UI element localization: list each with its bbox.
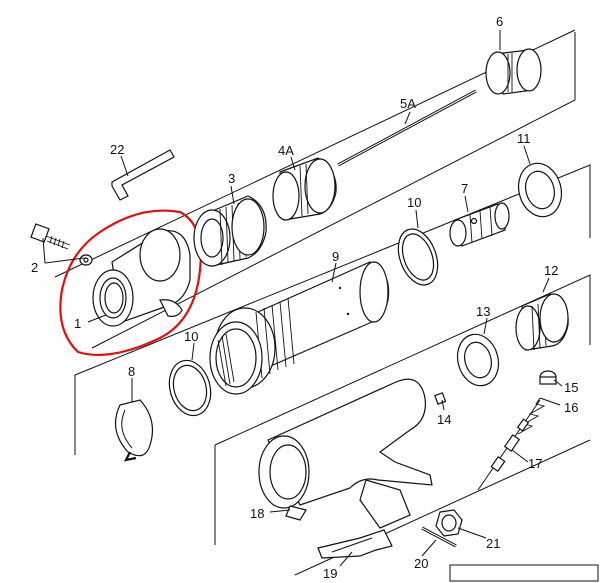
part-2-screw-washer <box>30 223 93 266</box>
part-4a-sleeve <box>272 157 337 221</box>
label-7: 7 <box>461 181 468 196</box>
label-8: 8 <box>128 364 135 379</box>
part-17-valve-assembly <box>477 399 541 491</box>
part-11-ring <box>517 162 563 218</box>
part-labels: 6 5A 22 4A 3 11 10 7 9 12 2 1 13 10 8 15… <box>31 14 578 581</box>
part-22-hex-key <box>111 149 175 201</box>
label-22: 22 <box>110 142 124 157</box>
label-5a: 5A <box>400 96 416 111</box>
label-18: 18 <box>250 506 264 521</box>
part-8-clip <box>114 399 153 462</box>
part-10-oring-upper <box>397 228 439 286</box>
label-9: 9 <box>332 249 339 264</box>
leader-lines <box>42 30 563 567</box>
label-14: 14 <box>437 412 451 427</box>
part-3-coupling <box>193 195 267 267</box>
part-1-barrel-housing <box>92 228 191 327</box>
label-15: 15 <box>564 380 578 395</box>
part-9-cylinder <box>209 261 390 395</box>
part-18-handle <box>258 378 433 529</box>
part-13-washer <box>456 333 500 387</box>
label-2: 2 <box>31 260 38 275</box>
label-12: 12 <box>544 263 558 278</box>
label-20: 20 <box>414 556 428 571</box>
label-10-lower: 10 <box>184 329 198 344</box>
part-14-pin <box>434 392 447 405</box>
highlight-circle <box>59 209 202 357</box>
label-10-upper: 10 <box>407 195 421 210</box>
label-19: 19 <box>323 566 337 581</box>
part-15-cap <box>539 370 557 385</box>
part-6-end-cap <box>485 48 542 95</box>
part-7-valve <box>449 202 510 247</box>
part-20-pin <box>421 526 457 548</box>
part-10-oring-lower <box>168 359 212 417</box>
label-16: 16 <box>564 400 578 415</box>
label-1: 1 <box>74 316 81 331</box>
part-19-trigger <box>317 529 393 559</box>
label-13: 13 <box>476 304 490 319</box>
label-11: 11 <box>517 131 531 146</box>
part-5a-rod <box>337 89 477 167</box>
label-3: 3 <box>228 171 235 186</box>
label-4a: 4A <box>278 143 294 158</box>
part-21-inlet-nut <box>435 509 463 537</box>
label-21: 21 <box>486 536 500 551</box>
label-17: 17 <box>528 456 542 471</box>
part-12-plug <box>515 293 569 351</box>
label-6: 6 <box>496 14 503 29</box>
